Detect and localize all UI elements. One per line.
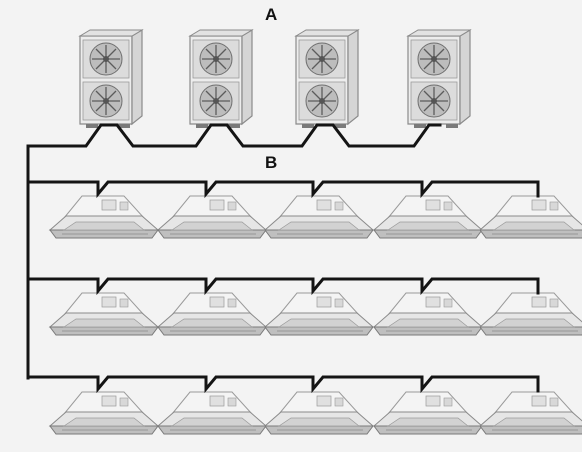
indoor-unit-r2-c1 [49,292,159,336]
indoor-unit-r3-c4 [373,391,483,435]
indoor-unit-r3-c5 [479,391,582,435]
indoor-unit-r1-c1 [49,195,159,239]
outdoor-unit-1 [79,29,143,129]
outdoor-unit-3 [295,29,359,129]
outdoor-unit-4 [407,29,471,129]
indoor-unit-r1-c2 [157,195,267,239]
outdoor-unit-2 [189,29,253,129]
indoor-branch-pipe-row-3 [26,375,540,394]
indoor-unit-r3-c1 [49,391,159,435]
outdoor-units-label: A [265,5,278,24]
indoor-unit-r3-c2 [157,391,267,435]
indoor-unit-r2-c3 [264,292,374,336]
indoor-unit-r1-c5 [479,195,582,239]
indoor-unit-r1-c4 [373,195,483,239]
indoor-unit-r1-c3 [264,195,374,239]
indoor-unit-r2-c5 [479,292,582,336]
indoor-unit-r2-c4 [373,292,483,336]
outdoor-header-pipe [26,123,442,380]
indoor-unit-r2-c2 [157,292,267,336]
indoor-units-label: B [265,153,278,172]
indoor-branch-pipe-row-2 [26,277,540,296]
indoor-branch-pipe-row-1 [26,180,540,199]
indoor-unit-r3-c3 [264,391,374,435]
